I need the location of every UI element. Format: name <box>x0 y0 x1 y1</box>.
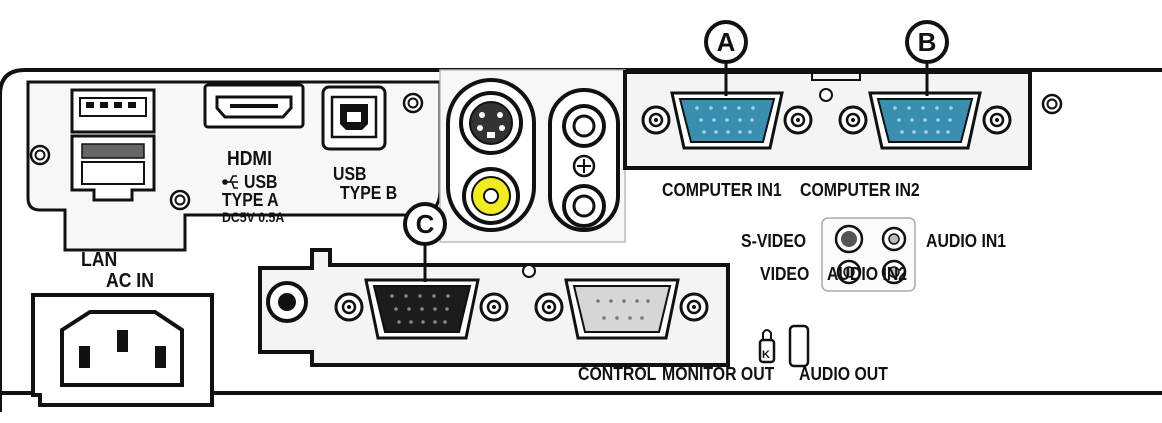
screw-left-2 <box>29 144 51 166</box>
lan-port <box>70 88 156 202</box>
label-usb-a-line1: USB <box>244 172 278 192</box>
label-audio-out: AUDIO OUT <box>799 364 888 384</box>
label-monitor-out: MONITOR OUT <box>662 364 775 384</box>
callout-c: C <box>403 202 447 246</box>
label-s-video: S-VIDEO <box>741 231 807 251</box>
kensington-lock-icon: K <box>758 329 776 364</box>
label-control: CONTROL <box>578 364 657 384</box>
label-computer-in1: COMPUTER IN1 <box>662 180 782 200</box>
mini-jacks <box>834 224 907 285</box>
label-ac-in: AC IN <box>106 270 154 292</box>
ground-terminal <box>266 281 308 323</box>
usb-type-b-port <box>321 85 387 151</box>
callout-a: A <box>704 20 748 64</box>
label-usb-b-line1: USB <box>333 164 367 184</box>
video-rca-jack <box>462 167 520 225</box>
panel-indicator <box>819 88 833 102</box>
security-slot <box>788 324 810 368</box>
hdmi-port <box>203 83 305 129</box>
screw-left-1 <box>402 92 424 114</box>
monitor-out-port <box>534 278 709 340</box>
callout-leaders <box>423 62 929 282</box>
label-audio-in2: AUDIO IN2 <box>827 264 908 284</box>
audio-in2-jacks <box>548 88 620 232</box>
svg-text:K: K <box>762 349 770 361</box>
label-lan: LAN <box>81 249 118 271</box>
computer-in2-port <box>838 91 1012 150</box>
label-hdmi: HDMI <box>227 148 272 170</box>
label-usb-a-line3: DC5V 0.5A <box>222 209 285 225</box>
label-usb-a-line2: TYPE A <box>222 190 279 210</box>
screw-left-3 <box>169 189 191 211</box>
label-video: VIDEO <box>760 264 810 284</box>
control-indicator <box>522 264 536 278</box>
control-port <box>334 278 509 340</box>
computer-in1-port <box>641 91 813 150</box>
callout-b: B <box>905 20 949 64</box>
screw-right <box>1041 93 1063 115</box>
label-usb-b-line2: TYPE B <box>340 183 398 203</box>
ac-inlet <box>31 293 214 407</box>
usb-trident-icon <box>222 175 238 189</box>
label-computer-in2: COMPUTER IN2 <box>800 180 920 200</box>
label-audio-in1: AUDIO IN1 <box>926 231 1007 251</box>
